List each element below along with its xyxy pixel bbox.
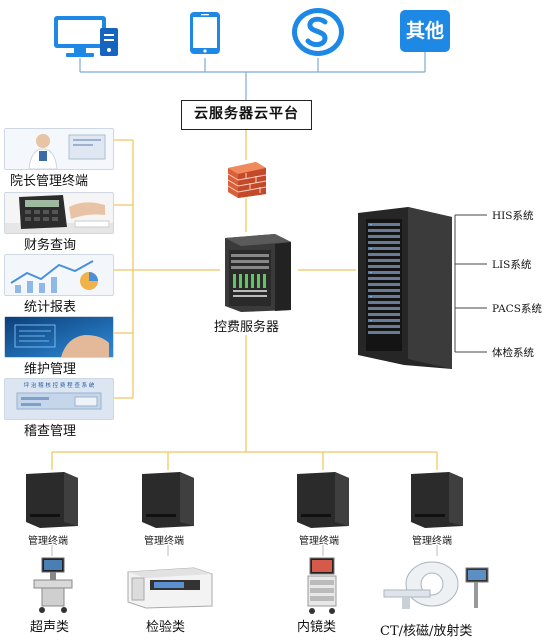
finance-query-image: [4, 192, 114, 234]
desktop-computer-icon: [52, 12, 124, 58]
maintenance-image: [4, 316, 114, 358]
terminal-cabinet-icon: [140, 470, 196, 528]
stats-report-label: 统计报表: [24, 300, 77, 315]
his-system-label: HIS系统: [492, 210, 534, 222]
ultrasound-machine-icon: [28, 556, 78, 614]
firewall-icon: [226, 160, 268, 198]
terminal-cabinet-icon: [295, 470, 351, 528]
physical-exam-system-label: 体检系统: [492, 347, 534, 359]
other-badge-icon: 其他: [400, 10, 450, 52]
control-server-label: 控费服务器: [214, 320, 280, 335]
lis-system-label: LIS系统: [492, 259, 532, 271]
terminal-label-lab: 管理终端: [144, 536, 184, 547]
audit-image: 坪 治 稽 核 控 费 程 查 系 统: [4, 378, 114, 420]
cloud-platform-box: 云服务器云平台: [181, 100, 312, 130]
endoscopy-category-label: 内镜类: [297, 620, 337, 635]
terminal-label-ultrasound: 管理终端: [28, 536, 68, 547]
audit-label: 稽查管理: [24, 424, 77, 439]
director-terminal-label: 院长管理终端: [10, 174, 89, 189]
pacs-system-label: PACS系统: [492, 303, 542, 315]
terminal-label-radiology: 管理终端: [412, 536, 452, 547]
cloud-platform-label: 云服务器云平台: [194, 106, 299, 122]
lab-category-label: 检验类: [146, 620, 186, 635]
endoscope-tower-icon: [302, 556, 342, 616]
control-server-icon: [217, 232, 299, 314]
audit-banner-text: 坪 治 稽 核 控 费 程 查 系 统: [23, 383, 95, 389]
stats-report-image: [4, 254, 114, 296]
lab-analyzer-icon: [124, 562, 214, 610]
ct-scanner-icon: [382, 560, 492, 612]
terminal-cabinet-icon: [409, 470, 465, 528]
terminal-label-endoscopy: 管理终端: [299, 536, 339, 547]
radiology-category-label: CT/核磁/放射类: [380, 624, 473, 639]
tablet-icon: [188, 10, 222, 56]
ultrasound-category-label: 超声类: [30, 620, 70, 635]
finance-query-label: 财务查询: [24, 238, 77, 253]
other-badge-label: 其他: [405, 20, 444, 42]
maintenance-label: 维护管理: [24, 362, 77, 377]
s-app-logo-icon: [291, 7, 345, 57]
terminal-cabinet-icon: [24, 470, 80, 528]
server-rack-icon: [356, 205, 454, 371]
director-terminal-image: [4, 128, 114, 170]
